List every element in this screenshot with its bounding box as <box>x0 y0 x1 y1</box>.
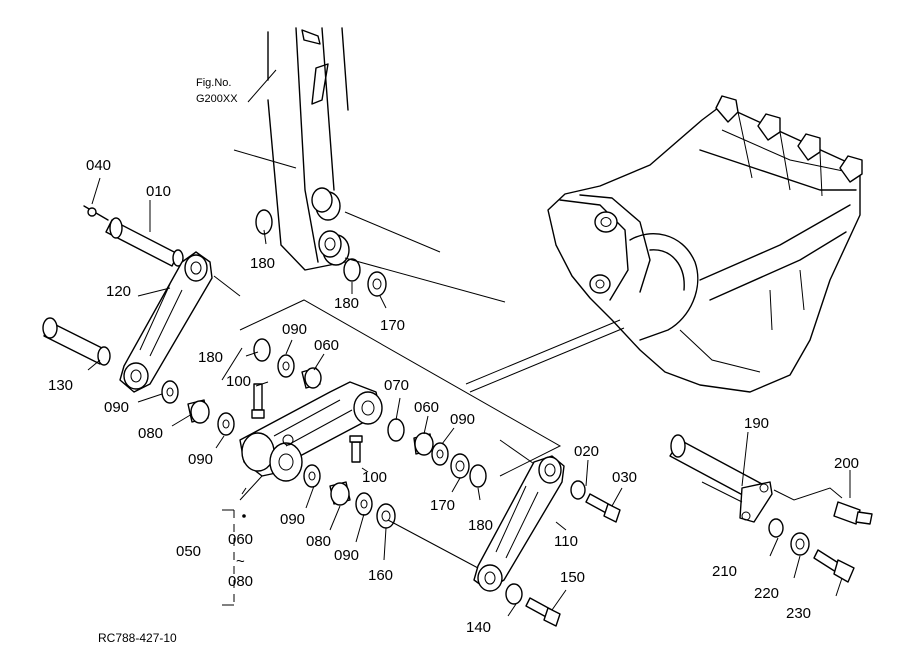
fig-no-label: Fig.No. <box>196 77 231 89</box>
label-080-a: 080 <box>138 425 163 442</box>
link-050 <box>239 381 383 482</box>
label-090-b: 090 <box>188 451 213 468</box>
label-230: 230 <box>786 605 811 622</box>
label-180-b: 180 <box>334 295 359 312</box>
label-tilde: ~ <box>236 553 245 570</box>
grease-nipple-100-a <box>251 383 265 419</box>
label-060-c: 060 <box>228 531 253 548</box>
marker-dot <box>242 514 246 518</box>
label-060-a: 060 <box>314 337 339 354</box>
label-150: 150 <box>560 569 585 586</box>
arm-drawing <box>233 27 506 303</box>
label-190: 190 <box>744 415 769 432</box>
label-180-a: 180 <box>250 255 275 272</box>
label-180-d: 180 <box>468 517 493 534</box>
label-020: 020 <box>574 443 599 460</box>
label-170-b: 170 <box>430 497 455 514</box>
link-110 <box>473 455 621 627</box>
label-030: 030 <box>612 469 637 486</box>
label-090-c: 090 <box>282 321 307 338</box>
grease-nipple-100-b <box>349 435 363 463</box>
document-code: RC788-427-10 <box>98 631 177 645</box>
pin-010 <box>83 205 184 267</box>
link-120 <box>119 251 241 393</box>
label-170-a: 170 <box>380 317 405 334</box>
leader-lines <box>87 177 851 617</box>
label-210: 210 <box>712 563 737 580</box>
pin-190 <box>669 434 873 583</box>
label-070: 070 <box>384 377 409 394</box>
label-090-e: 090 <box>280 511 305 528</box>
label-060-b: 060 <box>414 399 439 416</box>
label-110: 110 <box>554 533 578 550</box>
label-050: 050 <box>176 543 201 560</box>
label-080-c: 080 <box>228 573 253 590</box>
seals-bushings <box>161 209 487 529</box>
label-090-d: 090 <box>450 411 475 428</box>
label-130: 130 <box>48 377 73 394</box>
label-180-c: 180 <box>198 349 223 366</box>
fig-ref-label: G200XX <box>196 93 238 105</box>
label-100-a: 100 <box>226 373 251 390</box>
bucket-drawing <box>465 95 863 393</box>
label-090-f: 090 <box>334 547 359 564</box>
label-220: 220 <box>754 585 779 602</box>
label-040: 040 <box>86 157 111 174</box>
label-120: 120 <box>106 283 131 300</box>
label-090-a: 090 <box>104 399 129 416</box>
labels: Fig.No. G200XX 040 010 120 130 090 080 0… <box>48 77 859 645</box>
label-200: 200 <box>834 455 859 472</box>
pin-130 <box>42 317 111 366</box>
label-100-b: 100 <box>362 469 387 486</box>
label-140: 140 <box>466 619 491 636</box>
label-080-b: 080 <box>306 533 331 550</box>
label-160: 160 <box>368 567 393 584</box>
label-010: 010 <box>146 183 171 200</box>
